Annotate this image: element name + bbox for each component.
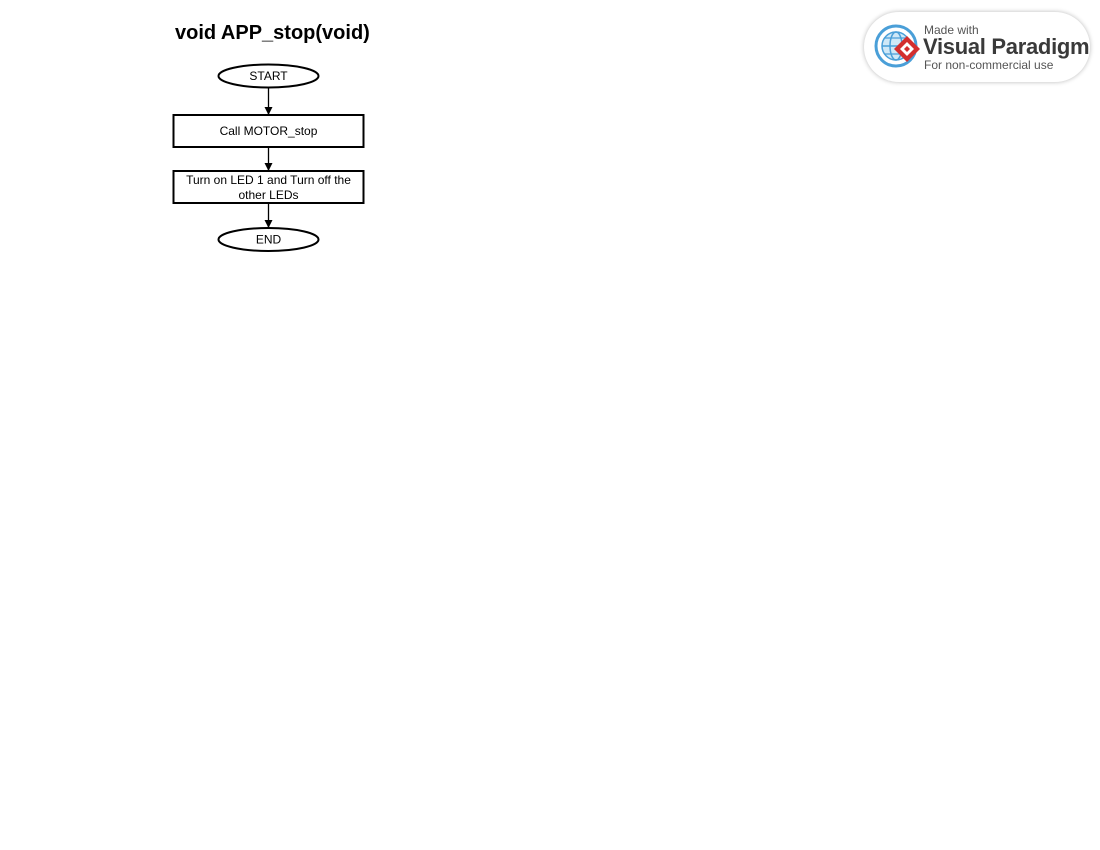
watermark-license: For non-commercial use <box>924 58 1054 72</box>
watermark-brand: Visual Paradigm <box>923 34 1090 59</box>
start-node-label: START <box>249 69 288 83</box>
leds-node[interactable] <box>172 170 365 204</box>
watermark-made-with: Made with <box>924 23 979 37</box>
leds-label-line-1: Turn on LED 1 and Turn off the <box>186 173 351 187</box>
diagram-title: void APP_stop(void) <box>175 22 370 44</box>
visual-paradigm-logo-icon <box>874 24 920 68</box>
call-motor-stop-label: Call MOTOR_stop <box>220 124 318 138</box>
end-node-label: END <box>256 233 282 247</box>
visual-paradigm-watermark: Made with Visual Paradigm For non-commer… <box>864 12 1090 82</box>
end-node[interactable] <box>217 227 320 252</box>
leds-label-line-2: other LEDs <box>238 188 298 202</box>
